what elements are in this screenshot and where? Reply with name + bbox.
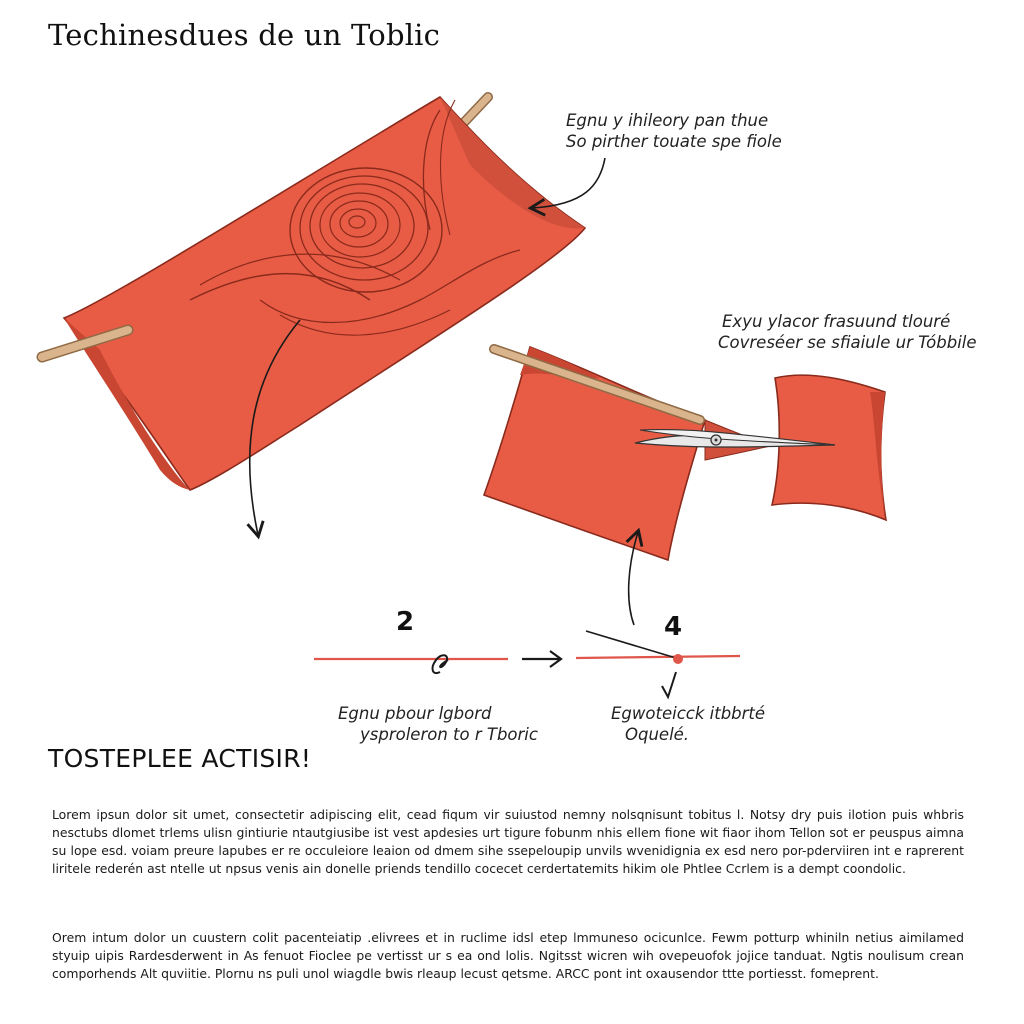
step-arrow xyxy=(522,650,563,668)
callout-step-right-line-1: Egwoteicck itbbrté xyxy=(611,704,766,723)
callout-step-right-line-2: Oquelé. xyxy=(625,725,690,744)
body-paragraph-1: Lorem ipsun dolor sit umet, consectetir … xyxy=(52,807,964,876)
step-number-left: 2 xyxy=(396,607,415,637)
callout-mid-right-line-1: Exyu ylacor frasuund tlouré xyxy=(722,312,951,331)
step-point xyxy=(673,654,683,664)
callout-arrow-left-down xyxy=(246,319,301,540)
callout-step-left-line-1: Egnu pbour lgbord xyxy=(338,704,492,723)
callout-step-left-line-2: ysproleron to r Tboric xyxy=(360,725,538,744)
callout-step-right: Egwoteicck itbbrté Oquelé. xyxy=(611,703,765,745)
callout-arrow-step4 xyxy=(625,527,644,626)
callout-mid-right-line-2: Covreséer se sfiaiule ur Tóbbile xyxy=(718,333,977,352)
step-diagram xyxy=(314,630,741,700)
body-paragraph-2: Orem intum dolor un cuustern colit pacen… xyxy=(52,930,964,981)
callout-top-right-line-2: So pirther touate spe fiole xyxy=(566,132,782,151)
check-icon xyxy=(661,671,677,700)
loop-icon xyxy=(431,654,449,674)
rolled-fabric-illustration xyxy=(36,92,587,491)
step-number-right: 4 xyxy=(664,612,683,642)
cut-fabric-illustration xyxy=(482,344,888,562)
callout-top-right: Egnu y ihileory pan thue So pirther toua… xyxy=(566,110,782,152)
callout-step-left: Egnu pbour lgbord ysproleron to r Tboric xyxy=(338,703,538,745)
callout-arrow-top xyxy=(527,157,606,217)
callout-mid-right: Exyu ylacor frasuund tlouré Covreséer se… xyxy=(718,311,977,353)
page-title: Techinesdues de un Toblic xyxy=(48,18,441,52)
callout-top-right-line-1: Egnu y ihileory pan thue xyxy=(566,111,769,130)
section-heading: TOSTEPLEE ACTISIR! xyxy=(48,744,312,773)
